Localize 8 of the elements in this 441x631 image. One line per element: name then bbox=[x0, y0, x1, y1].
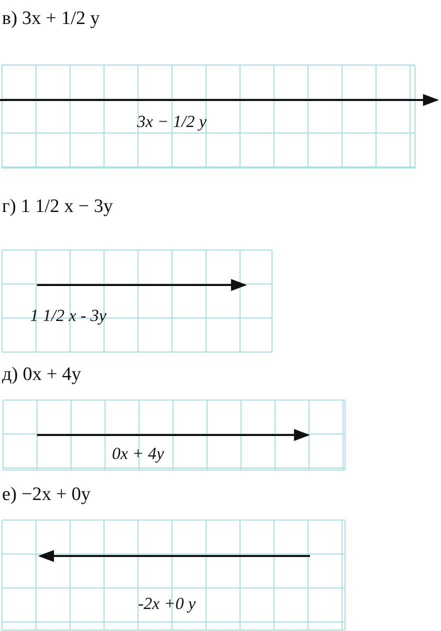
vector-label: -2x +0 y bbox=[138, 594, 196, 614]
exercise-heading: в) 3x + 1/2 y bbox=[2, 8, 100, 30]
exercise-heading: д) 0x + 4y bbox=[2, 364, 81, 386]
exercise-heading: г) 1 1/2 x − 3y bbox=[2, 196, 113, 218]
exercise-heading: е) −2x + 0y bbox=[2, 484, 90, 506]
vector-label: 3x − 1/2 y bbox=[137, 112, 207, 132]
vector-label: 1 1/2 x - 3y bbox=[30, 306, 106, 326]
vector-label: 0x + 4y bbox=[112, 444, 164, 464]
